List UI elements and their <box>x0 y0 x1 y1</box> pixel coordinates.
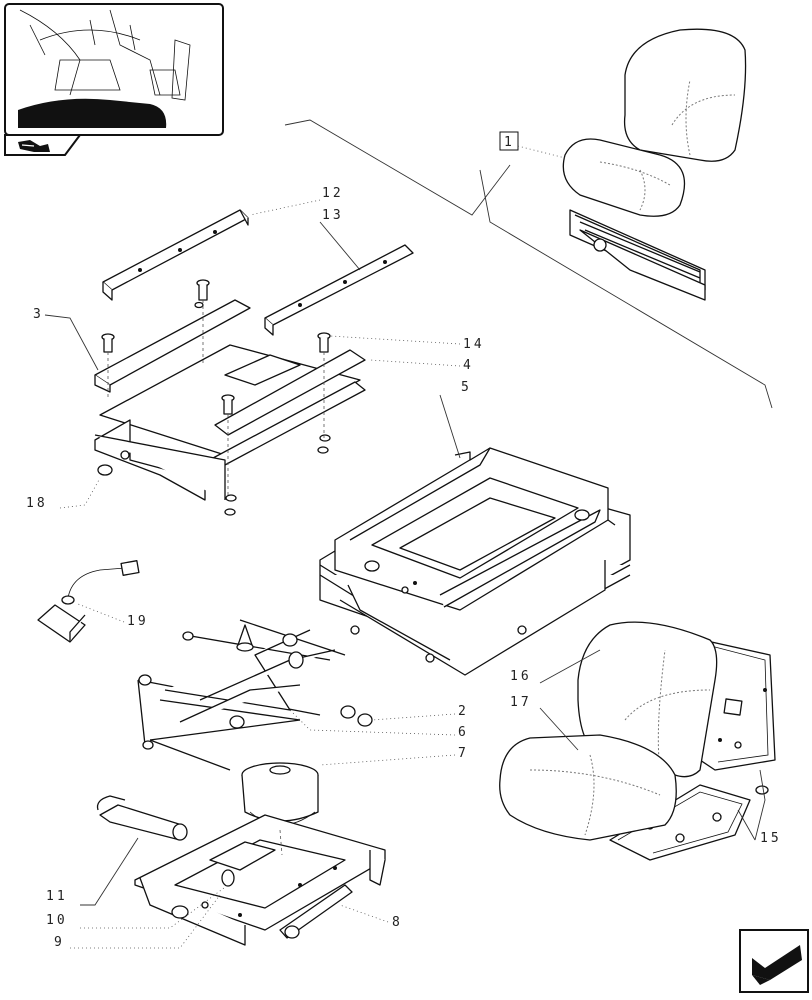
callout-label-3: 3 <box>33 307 44 322</box>
slide-plate-assembly <box>94 279 366 516</box>
gas-strut <box>96 795 188 841</box>
callout-label-10: 10 <box>46 913 68 928</box>
wiring-harness <box>37 560 140 643</box>
callout-label-4: 4 <box>463 358 474 373</box>
callout-label-7: 7 <box>458 746 469 761</box>
callout-label-13: 13 <box>322 208 344 223</box>
callout-label-14: 14 <box>463 337 485 352</box>
complete-seat <box>562 28 747 301</box>
callout-label-8: 8 <box>392 915 403 930</box>
callout-label-12: 12 <box>322 186 344 201</box>
seat-rails <box>102 209 414 336</box>
callout-label-17: 17 <box>510 695 532 710</box>
base-frame <box>134 814 386 946</box>
callout-label-16: 16 <box>510 669 532 684</box>
callout-label-15: 15 <box>760 831 782 846</box>
callout-label-1: 1 <box>504 135 515 150</box>
scissor-frame <box>137 619 373 771</box>
return-arrow-icon[interactable] <box>739 929 809 993</box>
callout-label-6: 6 <box>458 725 469 740</box>
tractor-cab-thumbnail-icon[interactable] <box>4 3 224 136</box>
callout-label-19: 19 <box>127 614 149 629</box>
section-tab-arrow-icon[interactable] <box>4 134 82 156</box>
seat-cushions <box>499 621 776 861</box>
callout-label-5: 5 <box>461 380 472 395</box>
callout-label-18: 18 <box>26 496 48 511</box>
suspension-housing <box>319 447 631 676</box>
air-spring <box>241 762 319 826</box>
callout-label-11: 11 <box>46 889 68 904</box>
callout-label-9: 9 <box>54 935 65 950</box>
callout-label-2: 2 <box>458 704 469 719</box>
callout-box <box>499 131 519 151</box>
